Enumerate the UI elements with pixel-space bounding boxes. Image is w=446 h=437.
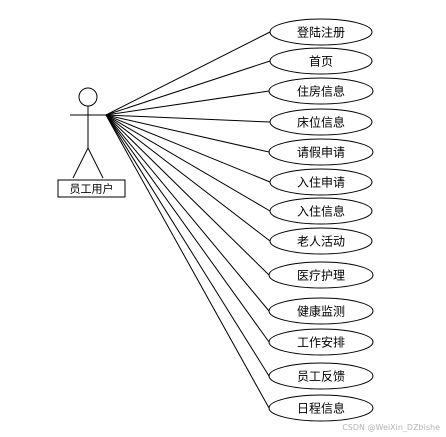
association-line <box>105 114 270 312</box>
use-case: 健康监测 <box>268 297 374 325</box>
use-case-label: 住房信息 <box>297 84 345 99</box>
use-case: 日程信息 <box>268 394 374 422</box>
association-line <box>105 114 271 183</box>
use-case: 首页 <box>269 47 373 75</box>
use-case-ellipse <box>269 108 373 136</box>
actor-employee-user: 员工用户 <box>57 87 126 198</box>
use-case-ellipse <box>268 297 374 325</box>
use-case-label: 日程信息 <box>297 401 345 416</box>
association-line <box>105 114 270 343</box>
use-case-ellipse <box>268 261 374 289</box>
use-case-ellipse <box>269 168 373 196</box>
association-line <box>105 114 270 153</box>
association-line <box>105 114 270 276</box>
actor-head <box>78 87 98 107</box>
association-line <box>105 60 271 116</box>
association-lines <box>105 31 271 409</box>
use-case-ellipse <box>269 197 373 225</box>
use-case: 工作安排 <box>268 328 374 356</box>
actor-label: 员工用户 <box>70 182 114 196</box>
use-case-label: 健康监测 <box>297 304 345 319</box>
use-case-label: 首页 <box>309 55 333 69</box>
use-case: 住房信息 <box>268 77 374 105</box>
use-case-list: 登陆注册首页住房信息床位信息请假申请入住申请入住信息老人活动医疗护理健康监测工作… <box>268 18 374 422</box>
actor-left-leg <box>72 147 89 179</box>
use-case: 床位信息 <box>269 108 373 136</box>
use-case-label: 入住信息 <box>297 204 345 219</box>
actor-right-leg <box>87 147 104 179</box>
use-case-ellipse <box>269 18 373 46</box>
association-line <box>105 31 271 116</box>
association-line <box>105 90 270 116</box>
use-case-label: 老人活动 <box>297 235 345 249</box>
association-line <box>105 114 270 409</box>
association-line <box>105 114 271 242</box>
use-case: 登陆注册 <box>269 18 373 46</box>
use-case-label: 医疗护理 <box>297 269 345 283</box>
actor-label-box <box>57 179 126 198</box>
use-case-ellipse <box>268 394 374 422</box>
use-case-label: 请假申请 <box>297 146 345 160</box>
use-case: 员工反馈 <box>268 362 374 390</box>
use-case-label: 入住申请 <box>297 176 345 190</box>
use-case: 入住信息 <box>269 197 373 225</box>
use-case-label: 工作安排 <box>297 335 345 350</box>
use-case: 医疗护理 <box>268 261 374 289</box>
use-case-ellipse <box>268 362 374 390</box>
use-case-ellipse <box>268 138 374 166</box>
association-line <box>105 114 271 212</box>
association-line <box>105 114 271 123</box>
use-case-ellipse <box>268 328 374 356</box>
watermark: CSDN @WeiXin_DZbishe <box>342 423 440 432</box>
use-case: 请假申请 <box>268 138 374 166</box>
use-case-label: 员工反馈 <box>297 370 345 384</box>
use-case-ellipse <box>268 77 374 105</box>
use-case: 老人活动 <box>269 227 373 255</box>
use-case: 入住申请 <box>269 168 373 196</box>
use-case-label: 登陆注册 <box>297 25 345 40</box>
use-case-label: 床位信息 <box>297 115 345 130</box>
use-case-ellipse <box>269 47 373 75</box>
use-case-ellipse <box>269 227 373 255</box>
association-line <box>105 114 270 377</box>
